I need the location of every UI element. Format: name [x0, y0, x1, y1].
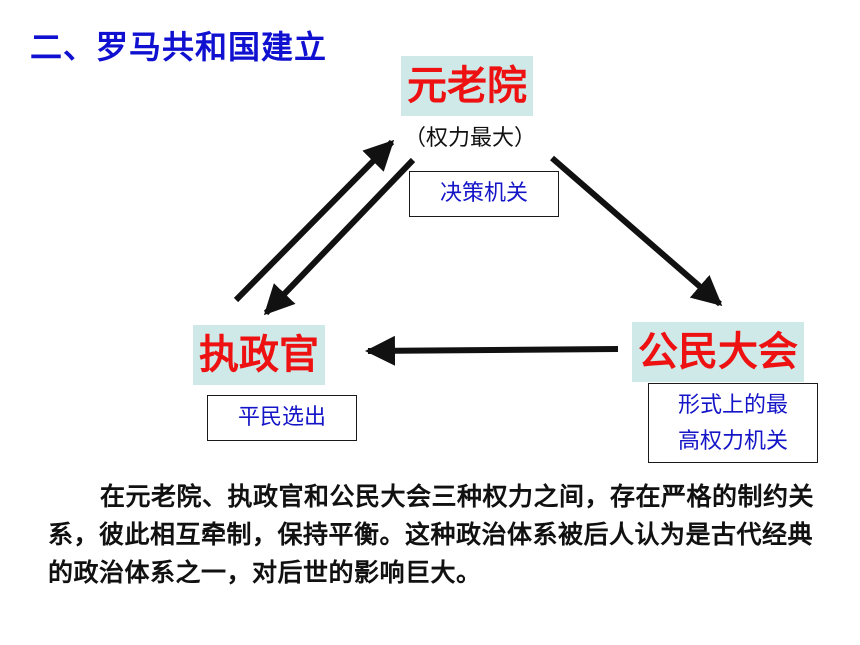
- senate-role-box: 决策机关: [409, 171, 559, 217]
- assembly-role-box: 形式上的最 高权力机关: [648, 383, 818, 463]
- arrow-senate-to-consul: [263, 157, 416, 316]
- arrow-consul-to-senate: [233, 139, 395, 303]
- arrow-assembly-to-consul: [365, 335, 619, 366]
- node-senate: 元老院: [401, 56, 533, 116]
- assembly-role-line-1: 形式上的最: [677, 393, 788, 418]
- senate-note: （权力最大）: [404, 126, 537, 151]
- page-title: 二、罗马共和国建立: [30, 28, 328, 66]
- arrow-senate-to-assembly: [550, 155, 723, 307]
- node-assembly: 公民大会: [632, 322, 804, 382]
- assembly-role-line-2: 高权力机关: [677, 429, 788, 454]
- consul-role-box: 平民选出: [207, 395, 357, 441]
- node-consul: 执政官: [193, 325, 325, 385]
- summary-paragraph: 在元老院、执政官和公民大会三种权力之间，存在严格的制约关系，彼此相互牵制，保持平…: [48, 482, 815, 587]
